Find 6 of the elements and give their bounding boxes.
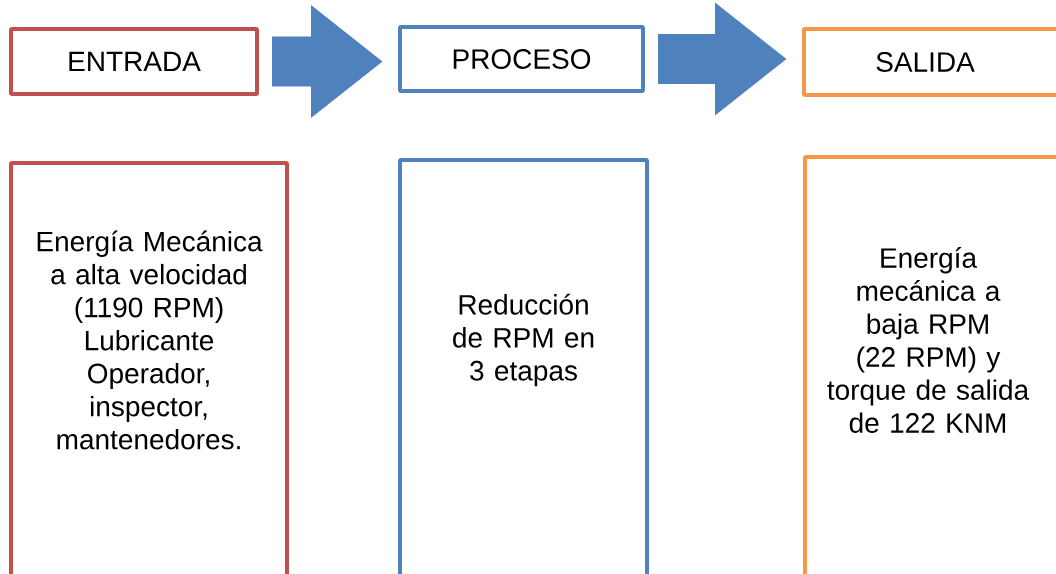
label-box: SALIDA [802, 27, 1056, 97]
description-box: Energía Mecánica a alta velocidad (1190 RPM) Lubricante Operador, inspector, mantenedores. [9, 161, 289, 574]
label-box: ENTRADA [9, 27, 259, 96]
label-box: PROCESO [398, 25, 645, 93]
description-box: Energía mecánica a baja RPM (22 RPM) y torque de salida de 122 KNM [803, 155, 1056, 574]
description-box: Reducción de RPM en 3 etapas [398, 158, 649, 574]
